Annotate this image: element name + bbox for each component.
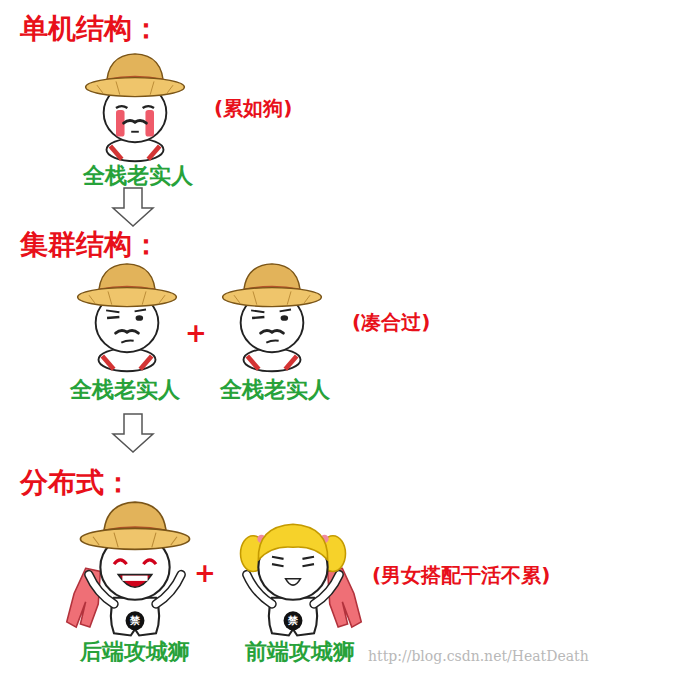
- section-heading: 分布式：: [20, 466, 132, 500]
- meme-figure: [67, 502, 190, 635]
- mouth: [266, 341, 278, 343]
- backpack-strap: [140, 356, 151, 369]
- eyebrows: [251, 309, 291, 312]
- pants-group: [67, 568, 101, 627]
- down-arrow: [113, 414, 153, 452]
- hat-brim: [223, 288, 322, 307]
- remark: (累如狗): [214, 96, 292, 120]
- mouth: [118, 575, 152, 588]
- hat-brim: [80, 528, 189, 549]
- eyes: [114, 560, 156, 564]
- remark: (男女搭配干活不累): [372, 563, 550, 587]
- eye: [252, 316, 264, 319]
- backpack-strap: [148, 146, 159, 159]
- meme-figure: [241, 524, 362, 635]
- meme-figure: [223, 264, 322, 371]
- mouth: [131, 131, 139, 133]
- plus-sign: +: [185, 318, 207, 349]
- straw-texture: [234, 291, 310, 304]
- censor-mark: 禁: [288, 615, 298, 627]
- meme-figure: [86, 54, 185, 161]
- plus-sign: +: [194, 558, 216, 589]
- eye: [107, 316, 119, 319]
- section-heading: 集群结构：: [20, 228, 160, 262]
- teeth: [122, 576, 147, 581]
- red-pants: [67, 568, 101, 627]
- mouth: [286, 579, 301, 585]
- eye: [136, 315, 144, 321]
- down-arrow: [113, 188, 153, 226]
- hat-brim: [78, 288, 177, 307]
- figure-caption: 全栈老实人: [83, 163, 193, 189]
- censor-dot: [284, 611, 303, 630]
- censor-mark: 禁: [130, 615, 140, 627]
- watermark: http://blog.csdn.net/HeatDeath: [368, 648, 589, 665]
- mustache: [124, 121, 147, 124]
- eyes: [272, 557, 314, 566]
- section-heading: 单机结构：: [20, 12, 160, 46]
- straw-texture: [89, 291, 165, 304]
- bangs: [258, 524, 327, 560]
- backpack-strap: [247, 356, 258, 369]
- backpack-strap: [110, 146, 121, 159]
- backpack-strap: [285, 356, 296, 369]
- mustache: [116, 331, 139, 334]
- meme-figure: [78, 264, 177, 371]
- eyebrows: [106, 309, 146, 312]
- straw-texture: [97, 81, 173, 94]
- figure-caption: 前端攻城狮: [245, 639, 355, 665]
- figure-caption: 全栈老实人: [220, 377, 330, 403]
- mouth: [121, 341, 133, 343]
- hat-brim: [86, 78, 185, 97]
- pants-group: [328, 568, 362, 627]
- censor-dot: [126, 611, 145, 630]
- mustache: [261, 331, 284, 334]
- eye: [281, 315, 289, 321]
- figure-caption: 全栈老实人: [70, 377, 180, 403]
- backpack-strap: [102, 356, 113, 369]
- eyes: [116, 106, 154, 108]
- remark: (凑合过): [352, 310, 430, 334]
- red-pants: [328, 568, 362, 627]
- figure-caption: 后端攻城狮: [80, 639, 190, 665]
- straw-texture: [93, 533, 177, 548]
